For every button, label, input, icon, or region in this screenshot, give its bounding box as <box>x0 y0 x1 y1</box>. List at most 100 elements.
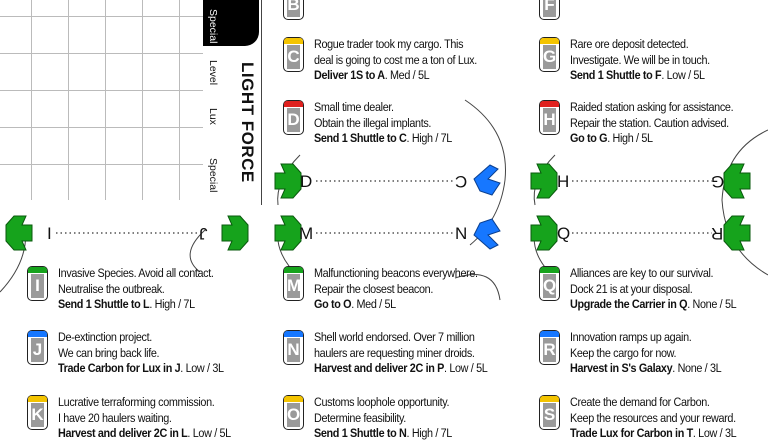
mission-badge-o[interactable]: O <box>283 395 304 430</box>
mission-card: Customs loophole opportunity.Determine f… <box>314 395 452 442</box>
badge-color-strip <box>284 267 303 273</box>
badge-letter: Q <box>543 274 556 298</box>
badge-letter: B <box>287 0 300 17</box>
badge-letter: C <box>287 45 300 69</box>
node-d[interactable]: D <box>300 172 313 191</box>
node-j[interactable]: J <box>199 224 208 243</box>
badge-letter: M <box>287 274 301 298</box>
mission-card: Alliances are key to our survival.Dock 2… <box>570 266 737 313</box>
mission-objective: Trade Lux for Carbon in T. Low / 3L <box>570 426 737 442</box>
mission-action: Upgrade the Carrier in Q <box>570 297 688 311</box>
badge-letter: J <box>31 338 44 362</box>
mission-action: Harvest and deliver 2C in P <box>314 361 445 375</box>
mission-description-line: Rare ore deposit detected. <box>570 37 689 51</box>
mission-reward: . None / 3L <box>672 361 722 375</box>
mission-badge-d[interactable]: D <box>283 100 304 135</box>
mission-objective: Send 1 Shuttle to F. Low / 5L <box>570 68 710 84</box>
mission-badge-g[interactable]: G <box>539 37 560 72</box>
special-tab[interactable] <box>203 0 259 46</box>
mission-description-line: deal is going to cost me a ton of Lux. <box>314 52 477 67</box>
mission-badge-q[interactable]: Q <box>539 266 560 301</box>
mission-objective: Harvest and deliver 2C in L. Low / 5L <box>58 426 231 442</box>
green-double-arrow-icon <box>723 163 751 199</box>
node-c[interactable]: C <box>455 172 468 191</box>
mission-badge-j[interactable]: J <box>27 330 48 365</box>
mission-badge-b[interactable]: B <box>283 0 304 20</box>
mission-action: Harvest and deliver 2C in L <box>58 426 188 440</box>
badge-color-strip <box>540 38 559 44</box>
mission-card: De-extinction project.We can bring back … <box>58 330 224 377</box>
mission-action: Go to G <box>570 131 608 145</box>
mission-description-line: Investigate. We will be in touch. <box>570 52 710 67</box>
mission-reward: . None / 5L <box>687 297 737 311</box>
badge-letter: S <box>543 403 556 427</box>
node-h[interactable]: H <box>557 172 570 191</box>
mission-action: Go to O <box>314 297 352 311</box>
badge-letter: H <box>543 108 556 132</box>
mission-description-line: Repair the station. Caution advised. <box>570 115 729 130</box>
mission-description-line: Customs loophole opportunity. <box>314 395 450 409</box>
mission-badge-i[interactable]: I <box>27 266 48 301</box>
mission-reward: . Low / 5L <box>661 68 705 82</box>
green-double-arrow-icon <box>530 215 558 251</box>
node-i[interactable]: I <box>47 224 52 243</box>
badge-letter: I <box>31 274 44 298</box>
node-m[interactable]: M <box>299 224 314 243</box>
mission-description-line: haulers are requesting miner droids. <box>314 345 475 360</box>
node-q[interactable]: Q <box>557 224 571 243</box>
mission-card: Raided station asking for assistance.Rep… <box>570 100 734 147</box>
mission-badge-m[interactable]: M <box>283 266 304 301</box>
node-n[interactable]: N <box>455 224 468 243</box>
mission-objective: Send 1 Shuttle to N. High / 7L <box>314 426 452 442</box>
mission-card: Malfunctioning beacons everywhere.Repair… <box>314 266 478 313</box>
mission-description-line: Lucrative terraforming commission. <box>58 395 215 409</box>
mission-action: Deliver 1S to A <box>314 68 385 82</box>
mission-description-line: Repair the closest beacon. <box>314 281 433 296</box>
mission-objective: Trade Carbon for Lux in J. Low / 3L <box>58 361 224 377</box>
mission-badge-r[interactable]: R <box>539 330 560 365</box>
badge-color-strip <box>284 101 303 107</box>
mission-description-line: De-extinction project. <box>58 330 152 344</box>
mission-badge-k[interactable]: K <box>27 395 48 430</box>
mission-description-line: Alliances are key to our survival. <box>570 266 714 280</box>
mission-description-line: We can bring back life. <box>58 345 160 360</box>
mission-card: Create the demand for Carbon.Keep the re… <box>570 395 737 442</box>
badge-color-strip <box>540 331 559 337</box>
mission-action: Harvest in S's Galaxy <box>570 361 673 375</box>
mission-badge-f[interactable]: F <box>539 0 560 20</box>
mission-reward: . Low / 3L <box>180 361 224 375</box>
node-g[interactable]: G <box>711 172 725 191</box>
mission-badge-n[interactable]: N <box>283 330 304 365</box>
green-double-arrow-icon <box>530 163 558 199</box>
green-double-arrow-icon <box>5 215 33 251</box>
mission-description-line: I have 20 haulers waiting. <box>58 410 172 425</box>
mission-badge-s[interactable]: S <box>539 395 560 430</box>
green-double-arrow-icon <box>221 215 249 251</box>
mission-badge-c[interactable]: C <box>283 37 304 72</box>
mission-card: Lucrative terraforming commission.I have… <box>58 395 231 442</box>
mission-reward: . Low / 5L <box>187 426 231 440</box>
node-r[interactable]: R <box>711 224 724 243</box>
badge-letter: G <box>543 45 556 69</box>
mission-description-line: Raided station asking for assistance. <box>570 100 734 114</box>
mission-description-line: Malfunctioning beacons everywhere. <box>314 266 478 280</box>
green-double-arrow-icon <box>274 215 302 251</box>
badge-letter: D <box>287 108 300 132</box>
mission-description-line: Determine feasibility. <box>314 410 406 425</box>
mission-description-line: Keep the resources and your reward. <box>570 410 736 425</box>
mission-reward: . High / 7L <box>406 131 453 145</box>
blue-claw-icon <box>473 218 501 250</box>
badge-letter: F <box>543 0 556 17</box>
mission-description-line: Small time dealer. <box>314 100 394 114</box>
badge-color-strip <box>28 331 47 337</box>
mission-action: Trade Carbon for Lux in J <box>58 361 181 375</box>
badge-letter: O <box>287 403 300 427</box>
mission-card: Deliver 1 Shuttle to H. Med / 5L <box>570 0 716 1</box>
mission-action: Send 1 Shuttle to F <box>570 68 662 82</box>
badge-letter: N <box>287 338 300 362</box>
mission-badge-h[interactable]: H <box>539 100 560 135</box>
mission-objective: Deliver 1 Shuttle in B. Low / 5L <box>314 0 458 1</box>
mission-reward: . High / 7L <box>149 297 195 311</box>
